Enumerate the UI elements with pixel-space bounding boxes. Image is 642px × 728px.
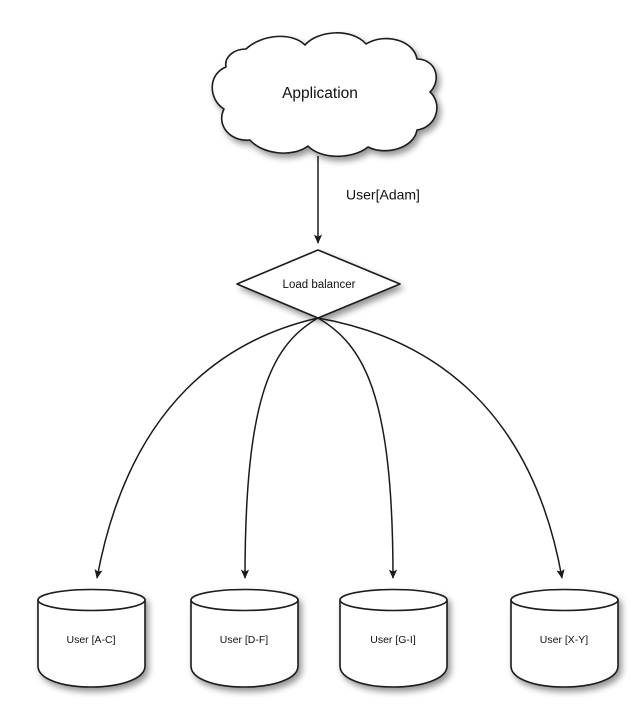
shard-3-top	[339, 588, 448, 612]
edge-application-to-balancer: User[Adam]	[313, 156, 420, 244]
node-shard-3[interactable]: User [G-I]	[339, 588, 448, 688]
shard-2-top	[190, 588, 299, 612]
shard-2-body	[190, 599, 299, 688]
shard-1-top	[37, 588, 146, 612]
node-shard-4[interactable]: User [X-Y]	[510, 588, 619, 688]
node-shard-2[interactable]: User [D-F]	[190, 588, 299, 688]
cloud-shape	[211, 32, 438, 158]
edge-label-user-adam: User[Adam]	[346, 187, 420, 203]
node-shard-1[interactable]: User [A-C]	[37, 588, 146, 688]
edge-group-balancer-to-shards	[94, 317, 565, 579]
shard-4-body	[510, 599, 619, 688]
shard-4-label: User [X-Y]	[540, 634, 589, 646]
cloud-label: Application	[282, 85, 358, 102]
edge-balancer-to-shard-3	[317, 317, 398, 579]
shard-4-top	[510, 588, 619, 612]
edge-balancer-to-shard-2	[240, 317, 319, 579]
edge-balancer-to-shard-1	[94, 317, 319, 579]
load-balancer-label: Load balancer	[283, 279, 356, 291]
shard-1-body	[37, 599, 146, 688]
shard-3-label: User [G-I]	[370, 634, 416, 646]
shard-1-label: User [A-C]	[66, 634, 115, 646]
node-load-balancer[interactable]: Load balancer	[236, 249, 401, 319]
shard-3-body	[339, 599, 448, 688]
shard-2-label: User [D-F]	[220, 634, 268, 646]
edge-balancer-to-shard-4	[317, 317, 565, 579]
node-application-cloud[interactable]: Application	[211, 32, 438, 158]
